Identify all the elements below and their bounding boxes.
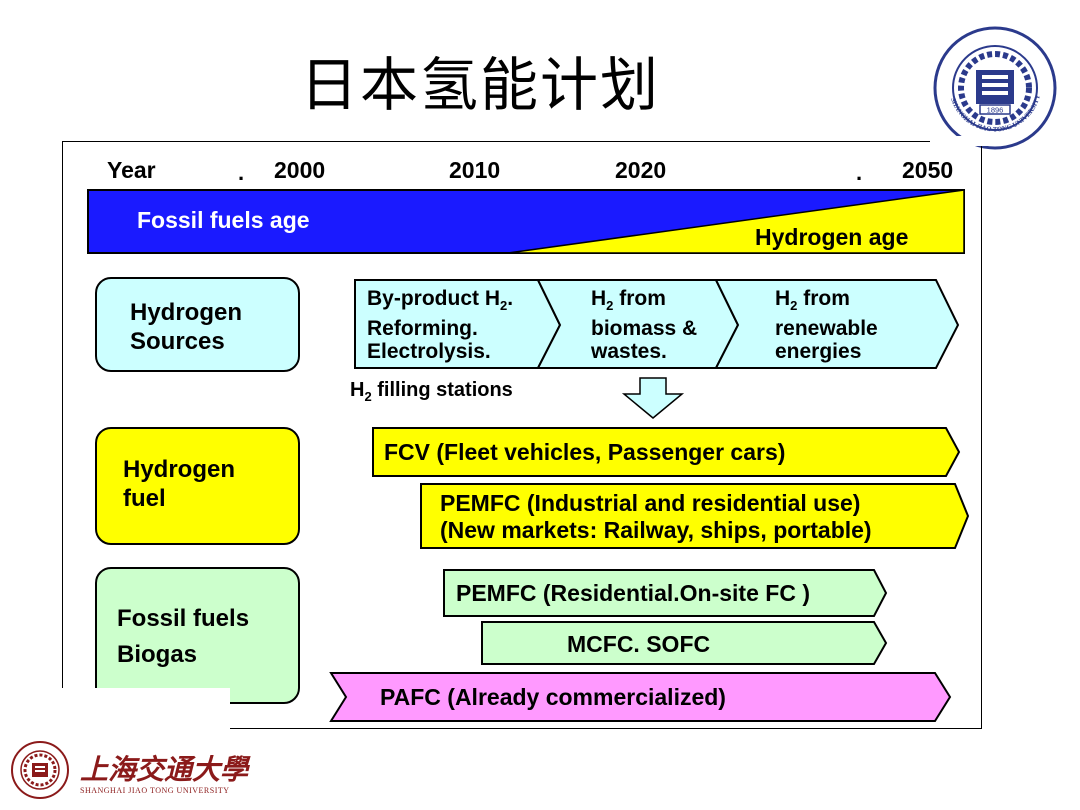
university-name-cn: 上海交通大學 (80, 753, 249, 786)
fcv-label: FCV (Fleet vehicles, Passenger cars) (384, 439, 786, 465)
source-arrow-2-text: H2 from biomass & wastes. (591, 287, 698, 364)
diagram-frame (62, 141, 982, 729)
university-seal-small-icon (11, 741, 69, 799)
mcfc-sofc-arrow (481, 621, 888, 665)
pemfc-industrial-arrow (420, 483, 970, 549)
mcfc-sofc-label: MCFC. SOFC (567, 631, 711, 657)
hydrogen-fuel-box: Hydrogen fuel (95, 427, 300, 545)
fcv-arrow (372, 427, 961, 477)
svg-text:1896: 1896 (987, 106, 1004, 115)
source-arrow-3-text: H2 from renewable energies (775, 287, 878, 364)
source-arrow-1-text: By-product H2. Reforming. Electrolysis. (367, 287, 514, 364)
hydrogen-sources-box: Hydrogen Sources (95, 277, 300, 372)
pemfc-industrial-label: PEMFC (Industrial and residential use) (… (440, 490, 872, 543)
year-2010: 2010 (449, 157, 501, 183)
pemfc-residential-arrow (443, 569, 888, 617)
university-seal-icon: 1896 SHANGHAI JIAO TONG UNIVERSITY (933, 26, 1057, 150)
hydrogen-age-wedge (507, 189, 965, 254)
year-2020: 2020 (615, 157, 667, 183)
year-2000: 2000 (274, 157, 326, 183)
down-arrow-icon (621, 377, 685, 419)
source-arrow-3 (714, 279, 960, 369)
pafc-arrow (329, 672, 952, 722)
year-axis-label: Year (107, 157, 156, 183)
hydrogen-age-label: Hydrogen age (755, 224, 909, 250)
pemfc-residential-label: PEMFC (Residential.On-site FC ) (456, 580, 810, 606)
university-name-en: SHANGHAI JIAO TONG UNIVERSITY (80, 786, 230, 795)
pafc-label: PAFC (Already commercialized) (380, 684, 726, 710)
fossil-fuels-biogas-box: Fossil fuels Biogas (95, 567, 300, 704)
slide-title: 日本氢能计划 (300, 51, 661, 119)
year-2050: 2050 (902, 157, 954, 183)
filling-stations-label: H2 filling stations (350, 379, 513, 404)
fossil-age-label: Fossil fuels age (137, 207, 310, 233)
